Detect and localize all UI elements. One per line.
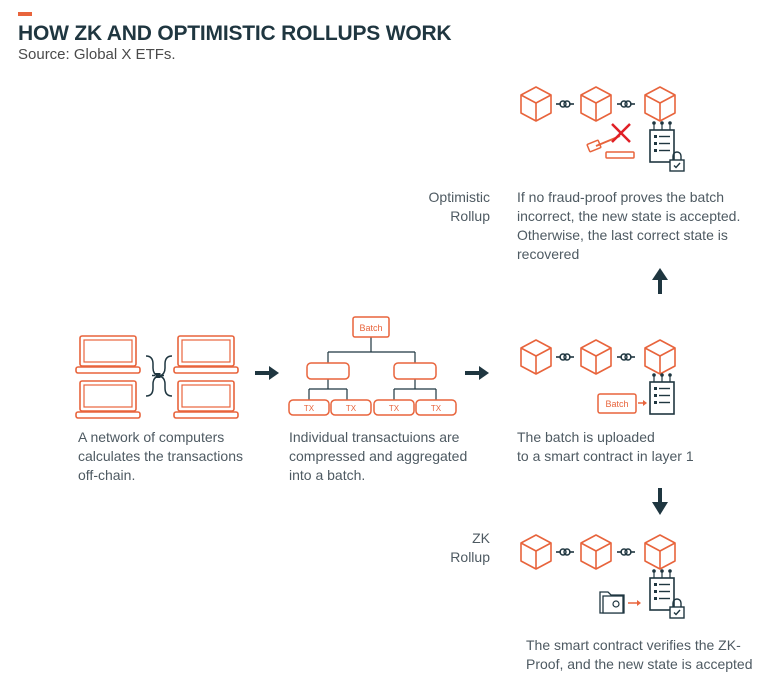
chain-link-icon [555, 353, 575, 361]
laptop-icon [75, 335, 141, 374]
cube-icon [580, 534, 612, 570]
tx-node [330, 399, 372, 416]
arrow-right-icon [253, 364, 281, 382]
optimistic-caption: If no fraud-proof proves the batch incor… [517, 189, 741, 262]
intermediate-node [306, 362, 350, 380]
cube-icon [580, 86, 612, 122]
cube-icon [644, 339, 676, 375]
folder-icon [599, 591, 641, 614]
optimistic-rollup-label: Optimistic Rollup [428, 189, 490, 224]
laptop-icon [173, 380, 239, 419]
arrow-down-icon [652, 488, 668, 515]
upload-caption: The batch is uploaded to a smart contrac… [517, 429, 694, 464]
zk-caption: The smart contract verifies the ZK- Proo… [526, 637, 753, 672]
batch-badge [597, 393, 637, 414]
tx-label: TX [431, 404, 442, 413]
computer-network [75, 335, 239, 419]
bracket-icon [145, 355, 173, 397]
zk-rollup-label: ZK Rollup [450, 530, 490, 565]
batch-node [352, 316, 390, 338]
laptop-icon [173, 335, 239, 374]
batch-tree: Batch TX TX TX TX [288, 316, 457, 416]
accent-bar [18, 12, 32, 16]
cube-icon [520, 339, 552, 375]
chain-link-icon [616, 548, 636, 556]
optimistic-chain [520, 86, 685, 172]
cube-icon [520, 534, 552, 570]
chain-link-icon [616, 353, 636, 361]
chain-link-icon [555, 100, 575, 108]
zk-chain [520, 534, 685, 619]
page-title: HOW ZK AND OPTIMISTIC ROLLUPS WORK [18, 22, 452, 45]
chain-link-icon [555, 548, 575, 556]
tx-label: TX [304, 404, 315, 413]
tx-label: TX [346, 404, 357, 413]
tx-node [415, 399, 457, 416]
contract-icon [649, 568, 675, 611]
tx-node [373, 399, 415, 416]
batch-caption: Individual transactuions are compressed … [289, 429, 468, 483]
intermediate-node [393, 362, 437, 380]
tx-node [288, 399, 330, 416]
contract-icon [649, 120, 675, 163]
batch-badge-label: Batch [605, 399, 628, 409]
cube-icon [580, 339, 612, 375]
laptop-icon [75, 380, 141, 419]
cube-icon [644, 86, 676, 122]
batch-node-label: Batch [359, 323, 382, 333]
upload-chain: Batch [520, 339, 676, 415]
network-caption: A network of computers calculates the tr… [78, 429, 243, 483]
contract-icon [649, 372, 675, 415]
arrow-up-icon [652, 268, 668, 294]
cube-icon [520, 86, 552, 122]
gavel-icon [586, 123, 635, 159]
cube-icon [644, 534, 676, 570]
arrow-right-icon [463, 364, 491, 382]
chain-link-icon [616, 100, 636, 108]
tx-label: TX [389, 404, 400, 413]
source-note: Source: Global X ETFs. [18, 46, 176, 63]
